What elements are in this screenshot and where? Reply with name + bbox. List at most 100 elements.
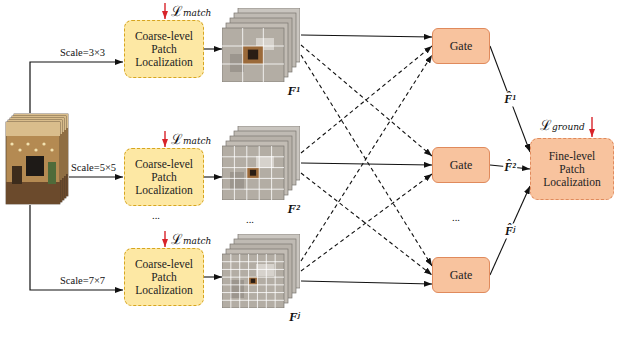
edge-label: F̂² <box>503 160 517 175</box>
scale-wire <box>69 176 123 177</box>
scale-label: Scale=7×7 <box>60 275 105 286</box>
patch-grid <box>222 269 284 270</box>
loss-arrow <box>164 131 165 147</box>
dashed-connector <box>301 55 432 266</box>
loss-label: ℒmatch <box>171 229 211 248</box>
feature-map <box>222 28 284 82</box>
patch-grid <box>222 284 284 285</box>
loss-arrow <box>591 117 592 137</box>
patch-grid <box>259 146 260 200</box>
box-text: Gate <box>446 156 477 175</box>
connector <box>204 276 222 277</box>
box-text: Gate <box>446 37 477 56</box>
loss-arrow <box>164 231 165 247</box>
ellipsis: ... <box>452 212 460 223</box>
feature-stack: Fʲ <box>222 234 300 308</box>
process-box: Coarse-level Patch Localization <box>124 20 204 78</box>
patch-grid <box>222 189 284 190</box>
connector <box>301 163 432 165</box>
dashed-connector <box>301 174 432 271</box>
feature-map <box>222 254 284 308</box>
frame-decor <box>26 142 29 145</box>
frame-plant <box>48 162 56 184</box>
frame-decor <box>50 148 53 151</box>
connector <box>490 186 530 275</box>
gate-box: Gate <box>432 147 490 183</box>
box-text: Coarse-level Patch Localization <box>125 255 203 300</box>
selected-patch <box>248 50 258 60</box>
frame-wall <box>6 122 60 204</box>
process-box: Fine-level Patch Localization <box>530 138 614 200</box>
patch-grid <box>222 277 284 278</box>
patch-grid <box>222 64 284 65</box>
feature-shade <box>230 280 244 298</box>
selected-patch <box>251 279 255 283</box>
box-text: Coarse-level Patch Localization <box>125 155 203 200</box>
scale-label: Scale=5×5 <box>71 162 116 173</box>
ellipsis: ... <box>152 210 160 221</box>
feature-shade <box>230 54 244 72</box>
box-text: Gate <box>446 266 477 285</box>
patch-grid <box>222 300 284 301</box>
feature-shade <box>256 264 274 276</box>
feature-stack: F¹ <box>222 8 300 82</box>
scale-wire <box>30 62 123 113</box>
feature-stack <box>222 234 300 308</box>
process-box: Coarse-level Patch Localization <box>124 148 204 206</box>
selected-patch <box>249 277 258 285</box>
loss-label: ℒground <box>540 115 585 134</box>
ellipsis: ... <box>246 214 254 225</box>
input-frame <box>6 122 60 204</box>
edge-label: F̂¹ <box>503 92 517 107</box>
patch-grid <box>271 146 272 200</box>
feature-map <box>222 146 284 200</box>
feature-label: F¹ <box>287 83 300 99</box>
loss-arrow <box>164 3 165 19</box>
feature-stack <box>222 126 300 200</box>
frame-decor <box>34 148 37 151</box>
gate-box: Gate <box>432 257 490 293</box>
feature-shade <box>230 172 244 190</box>
input-frames <box>6 114 68 204</box>
patch-grid <box>222 178 284 179</box>
feature-stack <box>222 8 300 82</box>
connector <box>301 281 432 284</box>
patch-grid <box>222 292 284 293</box>
selected-patch <box>247 168 259 179</box>
dashed-connector <box>301 55 432 261</box>
frame-decor <box>42 142 45 145</box>
frame-floor <box>6 182 60 204</box>
frame-shelf <box>12 166 22 184</box>
dashed-connector <box>301 46 432 153</box>
patch-grid <box>222 46 284 47</box>
connector <box>490 46 530 152</box>
gate-box: Gate <box>432 28 490 64</box>
scale-wire <box>30 205 123 290</box>
patch-grid <box>263 28 264 82</box>
feature-label: Fʲ <box>289 309 300 325</box>
edge-label: F̂ʲ <box>504 223 516 238</box>
connector <box>301 35 432 37</box>
patch-grid <box>234 146 235 200</box>
dashed-connector <box>301 45 432 156</box>
selected-patch <box>250 170 256 176</box>
box-text: Fine-level Patch Localization <box>531 147 613 192</box>
selected-patch <box>243 46 264 64</box>
loss-label: ℒmatch <box>171 1 211 20</box>
loss-label: ℒmatch <box>171 129 211 148</box>
patch-grid <box>222 167 284 168</box>
dashed-connector <box>301 173 432 275</box>
feature-stack: F² <box>222 126 300 200</box>
connector <box>204 48 222 49</box>
patch-grid <box>222 156 284 157</box>
patch-grid <box>246 146 247 200</box>
frame-ceiling <box>6 122 60 136</box>
patch-grid <box>242 28 243 82</box>
patch-grid <box>222 261 284 262</box>
frame-tv <box>26 156 44 176</box>
frame-decor <box>10 142 13 145</box>
scale-label: Scale=3×3 <box>60 47 105 58</box>
feature-label: F² <box>287 201 300 217</box>
